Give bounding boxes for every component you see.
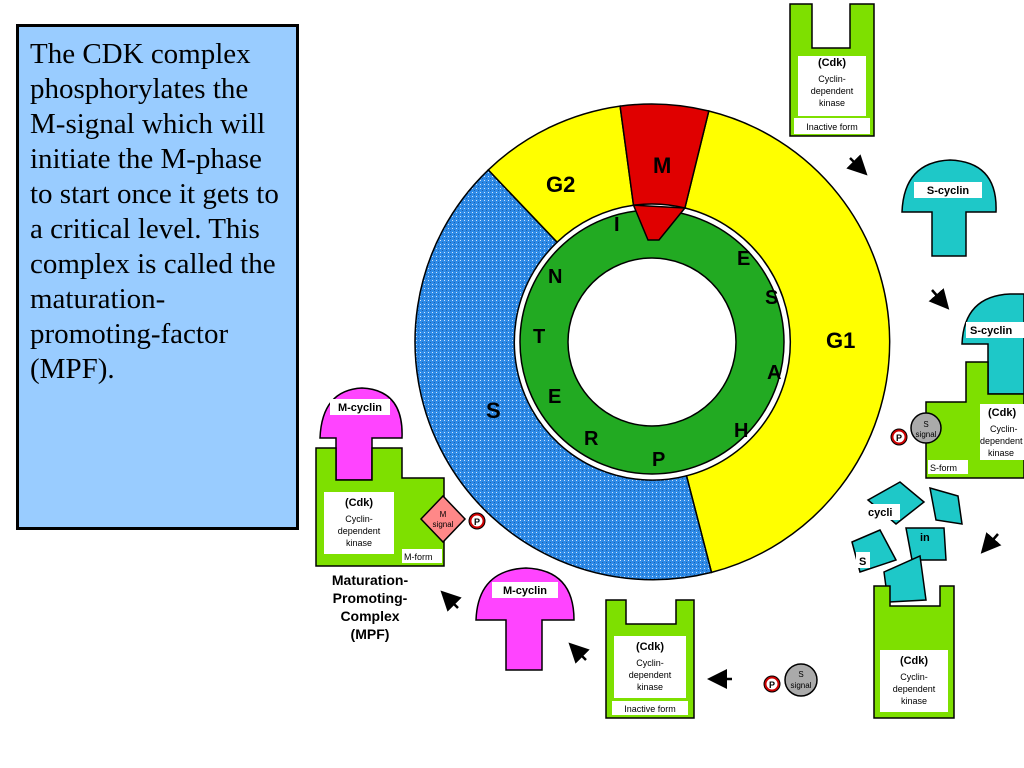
g1-sector bbox=[683, 110, 891, 574]
cdk-line: kinase bbox=[988, 448, 1014, 458]
m-cyclin-label: M-cyclin bbox=[338, 402, 382, 414]
s-form-label: S-form bbox=[930, 463, 957, 473]
mpf-caption-line: Promoting- bbox=[333, 590, 408, 606]
interphase-ring bbox=[519, 209, 785, 475]
arrow-icon bbox=[928, 288, 950, 310]
interphase-letter: S bbox=[765, 287, 778, 309]
m-wedge-inner bbox=[632, 204, 687, 241]
process-arrows bbox=[440, 154, 1002, 689]
explanation-text-box: The CDK complex phosphorylates the M-sig… bbox=[16, 24, 299, 530]
arrow-icon bbox=[846, 154, 868, 176]
cdk-line: Cyclin- bbox=[345, 514, 373, 524]
phosphate-label: P bbox=[896, 433, 902, 443]
m-sector bbox=[619, 103, 710, 209]
cdk-line: Cyclin- bbox=[818, 74, 846, 84]
arrow-icon bbox=[980, 532, 1002, 554]
inactive-form-label: Inactive form bbox=[806, 122, 858, 132]
cdk-line: dependent bbox=[980, 436, 1023, 446]
cdk-line: dependent bbox=[629, 670, 672, 680]
interphase-letter: P bbox=[652, 449, 665, 471]
cdk-title: (Cdk) bbox=[636, 641, 664, 653]
inactive-form-label: Inactive form bbox=[624, 704, 676, 714]
s-signal-top: S bbox=[798, 670, 803, 679]
free-s-signal: P S signal bbox=[763, 663, 818, 697]
cdk-line: kinase bbox=[637, 682, 663, 692]
s-signal-top: S bbox=[923, 420, 928, 429]
explanation-paragraph: The CDK complex phosphorylates the M-sig… bbox=[30, 38, 279, 385]
mpf-complex: M-cyclin (Cdk) Cyclin- dependent kinase … bbox=[315, 387, 486, 567]
mpf-caption-line: Maturation- bbox=[332, 572, 409, 588]
g1-label: G1 bbox=[826, 328, 855, 353]
mpf-caption: Maturation- Promoting- Complex (MPF) bbox=[332, 572, 409, 642]
cdk-title: (Cdk) bbox=[988, 407, 1016, 419]
cdk-line: dependent bbox=[338, 526, 381, 536]
mpf-caption-line: Complex bbox=[340, 608, 399, 624]
interphase-letter: I bbox=[614, 214, 620, 236]
interphase-letter: E bbox=[548, 386, 561, 408]
cdk-line: kinase bbox=[346, 538, 372, 548]
m-cyclin-free: M-cyclin bbox=[475, 567, 575, 671]
interphase-letter: E bbox=[737, 248, 750, 270]
s-form-complex: S-cyclin (Cdk) Cyclin- dependent kinase … bbox=[890, 293, 1024, 479]
cdk-line: dependent bbox=[893, 684, 936, 694]
phosphate-label: P bbox=[474, 517, 480, 527]
cdk-inactive-top: (Cdk) Cyclin- dependent kinase Inactive … bbox=[789, 3, 875, 137]
m-signal-top: M bbox=[440, 510, 447, 519]
cdk-line: kinase bbox=[901, 696, 927, 706]
mpf-caption-line: (MPF) bbox=[351, 626, 390, 642]
cdk-line: Cyclin- bbox=[900, 672, 928, 682]
degraded-s-cyclin: cycli in S bbox=[851, 481, 963, 603]
interphase-letter: H bbox=[734, 420, 748, 442]
cdk-line: kinase bbox=[819, 98, 845, 108]
cdk-bottom-right: (Cdk) Cyclin- dependent kinase bbox=[873, 585, 955, 719]
cyclin-fragment-label: S bbox=[859, 556, 866, 568]
interphase-letter: T bbox=[533, 326, 545, 348]
interphase-letter: A bbox=[767, 362, 781, 384]
cdk-line: Cyclin- bbox=[636, 658, 664, 668]
s-sector bbox=[414, 168, 713, 581]
m-signal-bottom: signal bbox=[433, 520, 454, 529]
phosphate-label: P bbox=[769, 680, 775, 690]
cdk-inactive-bottom: (Cdk) Cyclin- dependent kinase Inactive … bbox=[605, 599, 695, 719]
s-label: S bbox=[486, 398, 501, 423]
cyclin-fragment-label: cycli bbox=[868, 507, 892, 519]
m-form-label: M-form bbox=[404, 552, 433, 562]
cdk-title: (Cdk) bbox=[900, 655, 928, 667]
interphase-letter: R bbox=[584, 428, 599, 450]
g2-label: G2 bbox=[546, 172, 575, 197]
s-signal-bottom: signal bbox=[916, 430, 937, 439]
s-cyclin-free: S-cyclin bbox=[901, 159, 997, 257]
cdk-line: Cyclin- bbox=[990, 424, 1018, 434]
m-signal-diamond bbox=[419, 494, 467, 544]
s-signal-bottom: signal bbox=[791, 681, 812, 690]
cell-cycle-wheel: G1 G2 M S I N T E R P H A S E bbox=[414, 103, 891, 581]
arrow-icon bbox=[440, 590, 462, 612]
m-cyclin-label: M-cyclin bbox=[503, 585, 547, 597]
arrow-icon bbox=[568, 642, 590, 664]
s-cyclin-label: S-cyclin bbox=[927, 185, 969, 197]
cdk-title: (Cdk) bbox=[345, 497, 373, 509]
cdk-line: dependent bbox=[811, 86, 854, 96]
cyclin-fragment-label: in bbox=[920, 532, 930, 544]
s-cyclin-label: S-cyclin bbox=[970, 325, 1012, 337]
cdk-title: (Cdk) bbox=[818, 57, 846, 69]
interphase-letters: I N T E R P H A S E bbox=[533, 214, 781, 471]
m-label: M bbox=[653, 153, 671, 178]
interphase-letter: N bbox=[548, 266, 562, 288]
